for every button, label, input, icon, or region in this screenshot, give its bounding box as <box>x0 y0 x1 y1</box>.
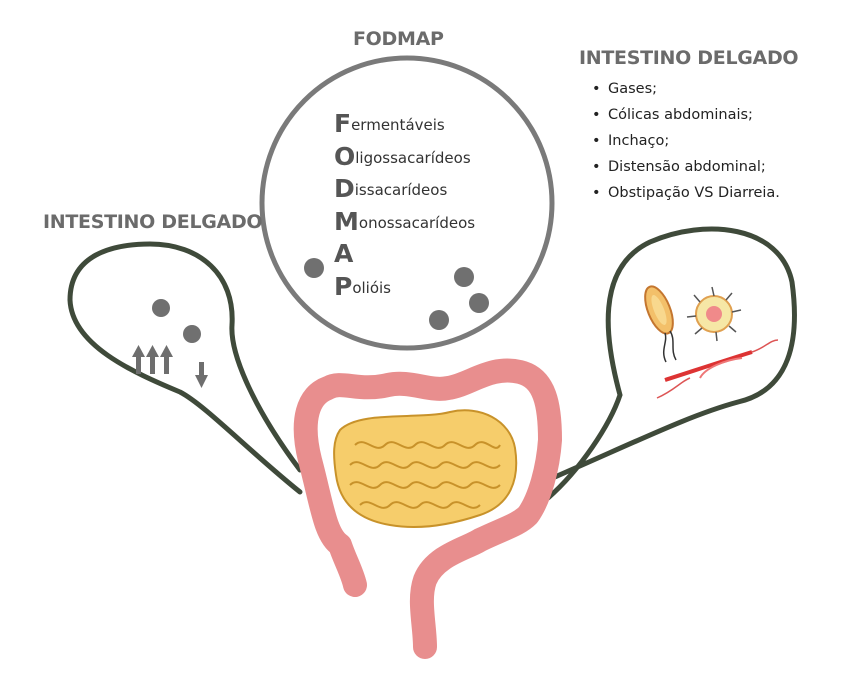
down-arrow-icon <box>195 362 208 388</box>
fodmap-dots <box>304 258 489 330</box>
dot <box>183 325 201 343</box>
left-bubble <box>67 241 303 495</box>
fodmap-word: ermentáveis <box>351 116 445 134</box>
fodmap-letter: F <box>334 109 352 138</box>
fodmap-word: ligossacarídeos <box>355 148 471 167</box>
fodmap-item: Monossacarídeos <box>334 206 475 239</box>
fodmap-item: Polióis <box>334 271 475 304</box>
dot <box>454 267 474 287</box>
fodmap-title: FODMAP <box>353 28 444 50</box>
dot <box>469 293 489 313</box>
symptom-list: Gases; Cólicas abdominais; Inchaço; Dist… <box>592 76 780 206</box>
bacteria-icon <box>644 285 779 399</box>
fodmap-circle <box>259 55 555 351</box>
right-bubble <box>545 226 797 501</box>
fodmap-letter: A <box>334 239 354 268</box>
symptom-item: Inchaço; <box>592 128 780 154</box>
symptom-item: Gases; <box>592 76 780 102</box>
up-arrow-icon <box>132 345 173 374</box>
fodmap-letter: O <box>334 141 356 171</box>
dot <box>429 310 449 330</box>
small-intestine-icon <box>333 409 518 528</box>
dot <box>152 299 170 317</box>
symptom-item: Cólicas abdominais; <box>592 102 780 128</box>
fodmap-word: issacarídeos <box>354 181 448 199</box>
left-heading: INTESTINO DELGADO <box>43 211 263 233</box>
fodmap-letter: D <box>334 174 355 203</box>
fodmap-item: Oligossacarídeos <box>334 141 475 174</box>
fodmap-item: A <box>334 238 475 271</box>
fodmap-letter: M <box>334 206 359 236</box>
right-heading: INTESTINO DELGADO <box>579 47 799 69</box>
fodmap-item: Dissacarídeos <box>334 173 475 206</box>
large-intestine-icon <box>293 358 562 659</box>
symptom-item: Distensão abdominal; <box>592 154 780 180</box>
fodmap-letter: P <box>334 271 353 301</box>
fodmap-word: olióis <box>352 278 391 297</box>
fodmap-list: Fermentáveis Oligossacarídeos Dissacaríd… <box>334 108 475 303</box>
dot <box>304 258 324 278</box>
fodmap-word: onossacarídeos <box>358 213 476 232</box>
small-intestine-folds <box>349 441 501 509</box>
left-bubble-content <box>132 299 208 388</box>
fodmap-item: Fermentáveis <box>334 108 475 141</box>
symptom-item: Obstipação VS Diarreia. <box>592 180 780 206</box>
